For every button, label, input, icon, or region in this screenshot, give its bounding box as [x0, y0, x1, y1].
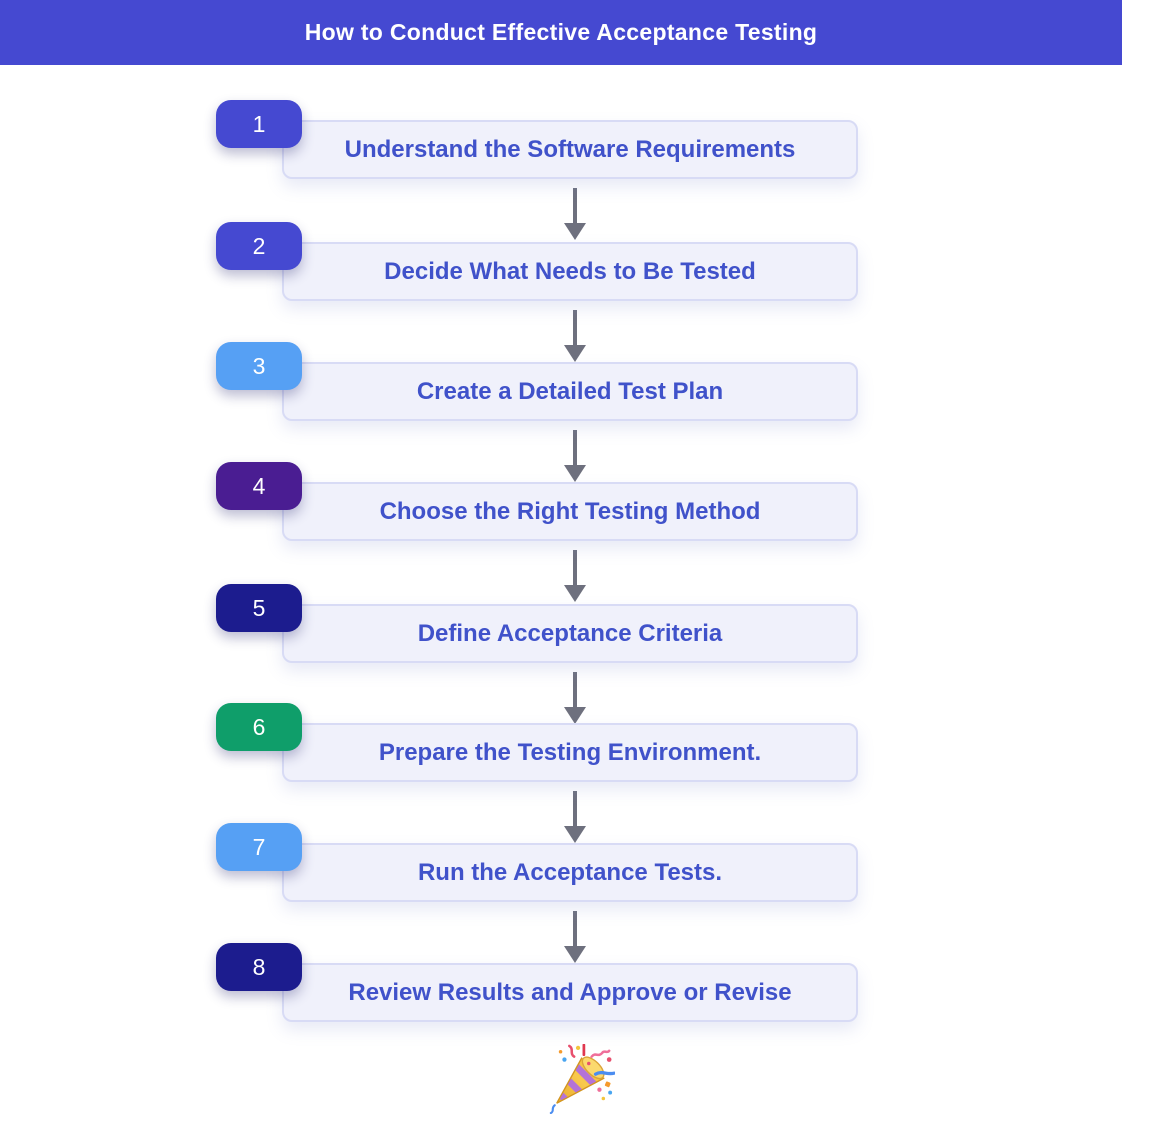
step-number: 1: [252, 110, 266, 137]
step-box: Review Results and Approve or Revise: [282, 963, 858, 1022]
step-label: Create a Detailed Test Plan: [416, 377, 724, 405]
step-badge: 8: [216, 943, 302, 991]
step-box: Decide What Needs to Be Tested: [282, 242, 858, 301]
step-badge: 4: [216, 462, 302, 510]
arrow-down-icon: [564, 310, 586, 362]
arrow-down-icon: [564, 672, 586, 724]
step-number: 7: [252, 833, 266, 860]
step-label: Prepare the Testing Environment.: [378, 738, 762, 766]
step-label: Decide What Needs to Be Tested: [384, 257, 756, 285]
step-badge: 2: [216, 222, 302, 270]
step-label: Run the Acceptance Tests.: [417, 858, 723, 886]
page-title: How to Conduct Effective Acceptance Test…: [304, 19, 818, 45]
step-label: Choose the Right Testing Method: [379, 497, 761, 525]
arrow-down-icon: [564, 188, 586, 240]
step-badge: 7: [216, 823, 302, 871]
step-badge: 5: [216, 584, 302, 632]
step-label: Review Results and Approve or Revise: [348, 978, 792, 1006]
arrow-down-icon: [564, 791, 586, 843]
step-box: Prepare the Testing Environment.: [282, 723, 858, 782]
step-box: Run the Acceptance Tests.: [282, 843, 858, 902]
step-box: Define Acceptance Criteria: [282, 604, 858, 663]
step-label: Define Acceptance Criteria: [417, 619, 723, 647]
party-popper-icon: [549, 1044, 615, 1114]
step-number: 3: [252, 352, 266, 379]
arrow-down-icon: [564, 911, 586, 963]
step-label: Understand the Software Requirements: [344, 135, 796, 163]
step-number: 5: [252, 594, 266, 621]
step-number: 8: [252, 953, 266, 980]
step-box: Understand the Software Requirements: [282, 120, 858, 179]
step-box: Choose the Right Testing Method: [282, 482, 858, 541]
step-number: 6: [252, 713, 266, 740]
step-badge: 1: [216, 100, 302, 148]
step-badge: 6: [216, 703, 302, 751]
arrow-down-icon: [564, 430, 586, 482]
header-banner: How to Conduct Effective Acceptance Test…: [0, 0, 1122, 65]
arrow-down-icon: [564, 550, 586, 602]
step-number: 4: [252, 472, 266, 499]
step-badge: 3: [216, 342, 302, 390]
step-number: 2: [252, 232, 266, 259]
step-box: Create a Detailed Test Plan: [282, 362, 858, 421]
